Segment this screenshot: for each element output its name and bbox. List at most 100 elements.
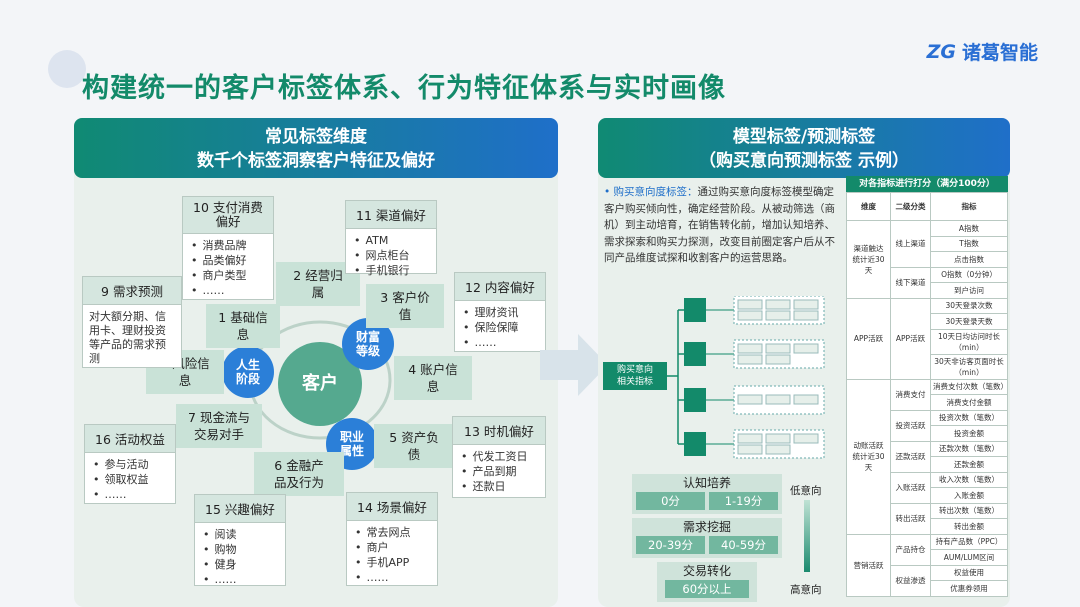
stage-cognition: 认知培养 0分 1-19分 bbox=[632, 474, 782, 514]
table-cell: APP活跃 bbox=[890, 297, 931, 380]
table-row: 30天非访客页面时长（min） bbox=[847, 353, 1008, 380]
left-header-line2: 数千个标签洞察客户特征及偏好 bbox=[197, 151, 435, 171]
stage-score: 40-59分 bbox=[709, 536, 778, 554]
list-item: …… bbox=[93, 487, 169, 502]
left-panel-header: 常见标签维度 数千个标签洞察客户特征及偏好 bbox=[74, 118, 558, 178]
stage-name: 需求挖掘 bbox=[682, 520, 731, 534]
right-panel-header: 模型标签/预测标签 （购买意向预测标签 示例） bbox=[598, 118, 1010, 178]
tag-box-channel: 11 渠道偏好 ATM 网点柜台 手机银行 bbox=[345, 200, 437, 277]
chip-assets-liabilities: 5 资产负 债 bbox=[374, 424, 454, 468]
table-cell: 收入次数（笔数） bbox=[930, 471, 1008, 488]
list-item: ATM bbox=[354, 233, 430, 248]
tag-box-activities: 16 活动权益 参与活动 领取权益 …… bbox=[84, 424, 176, 504]
intent-description-label: 购买意向度标签： bbox=[613, 186, 698, 198]
table-row: 营销活跃产品持仓持有产品数（PPC） bbox=[846, 533, 1008, 597]
flow-connectors bbox=[666, 296, 825, 459]
left-header-line1: 常见标签维度 bbox=[265, 127, 367, 147]
logo-mark-icon: ZG bbox=[926, 40, 956, 63]
stage-name: 交易转化 bbox=[682, 564, 731, 578]
table-cell: AUM/LUM区间 bbox=[930, 549, 1008, 566]
tag-box-scenes: 14 场景偏好 常去网点 商户 手机APP …… bbox=[346, 492, 438, 586]
list-item: 保险保障 bbox=[463, 320, 539, 335]
list-item: 手机APP bbox=[355, 555, 431, 570]
scoring-table-caption: 对各指标进行打分（满分100分） bbox=[846, 176, 1008, 192]
stage-score: 0分 bbox=[636, 492, 705, 510]
list-item: 品类偏好 bbox=[191, 253, 267, 268]
list-item: 还款日 bbox=[461, 479, 539, 494]
chip-financial-products: 6 金融产 品及行为 bbox=[254, 452, 344, 496]
list-item: 购物 bbox=[203, 542, 279, 557]
list-item: …… bbox=[463, 335, 539, 350]
table-row: 投资活跃投资次数（笔数） bbox=[847, 409, 1008, 442]
tag-box-title: 10 支付消费 偏好 bbox=[183, 197, 273, 234]
table-cell: 30天非访客页面时长（min） bbox=[930, 353, 1008, 380]
tag-box-title: 15 兴趣偏好 bbox=[195, 495, 285, 523]
table-cell: 转出金额 bbox=[930, 518, 1008, 535]
table-cell: 投资金额 bbox=[930, 425, 1008, 442]
list-item: 商户 bbox=[355, 540, 431, 555]
list-item: …… bbox=[355, 570, 431, 585]
scoring-table-container: 对各指标进行打分（满分100分） 维度 二级分类 指标 渠道触达 统计近30天线… bbox=[846, 176, 1008, 607]
list-item: 阅读 bbox=[203, 527, 279, 542]
list-item: 产品到期 bbox=[461, 464, 539, 479]
intent-description: • 购买意向度标签：通过购买意向度标签模型确定客户购买倾向性，确定经营阶段。从被… bbox=[604, 186, 835, 264]
table-cell: 投资次数（笔数） bbox=[930, 409, 1008, 426]
table-cell: 投资活跃 bbox=[890, 409, 931, 442]
table-cell: A指数 bbox=[930, 220, 1008, 237]
tag-box-demand-forecast: 9 需求预测 对大额分期、信用卡、理财投资等产品的需求预测 bbox=[82, 276, 182, 368]
decorative-circle bbox=[48, 50, 86, 88]
life-stage-circle: 人生 阶段 bbox=[222, 346, 274, 398]
table-cell: 渠道触达 统计近30天 bbox=[846, 220, 891, 299]
list-item: 领取权益 bbox=[93, 472, 169, 487]
table-cell: 消费支付金额 bbox=[930, 394, 1008, 411]
list-item: 商户类型 bbox=[191, 268, 267, 283]
table-cell: 还款金额 bbox=[930, 456, 1008, 473]
occupation-circle: 职业 属性 bbox=[326, 418, 378, 470]
tag-box-payment: 10 支付消费 偏好 消费品牌 品类偏好 商户类型 …… bbox=[182, 196, 274, 300]
list-item: 网点柜台 bbox=[354, 248, 430, 263]
table-header: 维度 bbox=[846, 192, 891, 221]
tag-box-title: 13 时机偏好 bbox=[453, 417, 545, 445]
table-row: 10天日均访问时长（min） bbox=[847, 328, 1008, 355]
tag-box-text: 对大额分期、信用卡、理财投资等产品的需求预测 bbox=[89, 310, 166, 365]
tag-box-interests: 15 兴趣偏好 阅读 购物 健身 …… bbox=[194, 494, 286, 586]
page-title: 构建统一的客户标签体系、行为特征体系与实时画像 bbox=[82, 73, 726, 104]
table-cell: 产品持仓 bbox=[890, 533, 931, 566]
table-cell: 线上渠道 bbox=[890, 220, 931, 268]
table-cell: 动账活跃 统计近30天 bbox=[846, 378, 891, 535]
stage-conversion: 交易转化 60分以上 bbox=[657, 562, 757, 602]
table-cell: 入账金额 bbox=[930, 487, 1008, 504]
stage-score: 1-19分 bbox=[709, 492, 778, 510]
intent-source-node: 购买意向 相关指标 bbox=[603, 362, 667, 390]
table-row: 转出活跃转出次数（笔数） bbox=[847, 502, 1008, 535]
table-row: 动账活跃 统计近30天消费支付消费支付次数（笔数） bbox=[846, 378, 1008, 535]
table-cell: O指数（0分钟） bbox=[930, 266, 1008, 283]
logo-text: 诸葛智能 bbox=[961, 42, 1038, 64]
table-cell: T指数 bbox=[930, 235, 1008, 252]
table-row: 优惠券领用 bbox=[847, 580, 1008, 597]
tag-box-title: 12 内容偏好 bbox=[455, 273, 545, 301]
brand-logo: ZG 诸葛智能 bbox=[927, 38, 1038, 65]
stage-name: 认知培养 bbox=[682, 476, 731, 490]
right-header-line2: （购买意向预测标签 示例） bbox=[699, 151, 909, 171]
stage-score: 60分以上 bbox=[665, 580, 749, 598]
tag-box-title: 11 渠道偏好 bbox=[346, 201, 436, 229]
table-header: 二级分类 bbox=[890, 192, 931, 221]
table-cell: 点击指数 bbox=[930, 251, 1008, 268]
tag-box-title: 14 场景偏好 bbox=[347, 493, 437, 521]
list-item: 理财资讯 bbox=[463, 305, 539, 320]
table-cell: 转出活跃 bbox=[890, 502, 931, 535]
table-cell: 30天登录次数 bbox=[930, 297, 1008, 314]
tag-box-timing: 13 时机偏好 代发工资日 产品到期 还款日 bbox=[452, 416, 546, 498]
table-cell: 还款次数（笔数） bbox=[930, 440, 1008, 457]
table-cell: 持有产品数（PPC） bbox=[930, 533, 1008, 550]
right-header-line1: 模型标签/预测标签 bbox=[732, 127, 876, 147]
table-cell: 到户访问 bbox=[930, 282, 1008, 299]
table-cell: 还款活跃 bbox=[890, 440, 931, 473]
arrow-right-icon bbox=[540, 334, 608, 396]
stage-demand: 需求挖掘 20-39分 40-59分 bbox=[632, 518, 782, 558]
table-cell: 转出次数（笔数） bbox=[930, 502, 1008, 519]
